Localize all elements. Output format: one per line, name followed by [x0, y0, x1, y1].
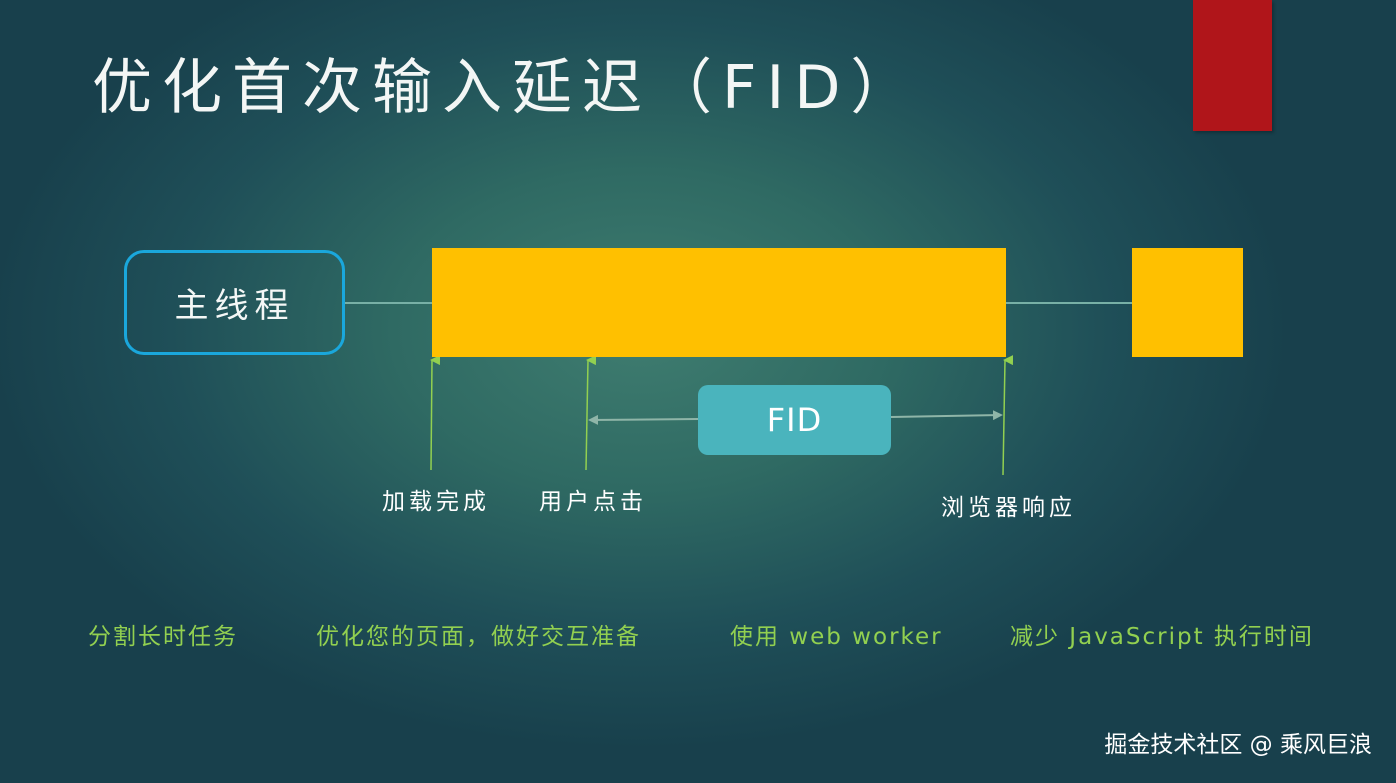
marker-user-click: 用户点击 [539, 489, 647, 515]
next-task-block [1132, 248, 1243, 357]
marker-browser-response: 浏览器响应 [941, 495, 1076, 521]
load-complete-arrow [430, 355, 441, 471]
main-thread-box: 主线程 [124, 250, 345, 355]
fid-label: FID [766, 401, 823, 439]
fid-span-arrow-left [588, 414, 699, 425]
fid-box: FID [698, 385, 891, 455]
watermark: 掘金技术社区 @ 乘风巨浪 [1104, 732, 1372, 758]
browser-response-arrow [1002, 355, 1014, 476]
tip-reduce-js-time: 减少 JavaScript 执行时间 [1010, 624, 1314, 650]
long-task-block [432, 248, 1006, 357]
marker-load-complete: 加载完成 [382, 489, 490, 515]
fid-span-arrow-right [890, 410, 1003, 421]
tip-optimize-page: 优化您的页面，做好交互准备 [316, 624, 641, 650]
user-click-arrow [585, 355, 597, 471]
red-accent-tab [1193, 0, 1272, 131]
main-thread-label: 主线程 [174, 286, 295, 326]
tip-use-web-worker: 使用 web worker [730, 624, 943, 650]
slide-title: 优化首次输入延迟（FID） [92, 53, 921, 123]
tip-split-long-tasks: 分割长时任务 [88, 624, 238, 650]
